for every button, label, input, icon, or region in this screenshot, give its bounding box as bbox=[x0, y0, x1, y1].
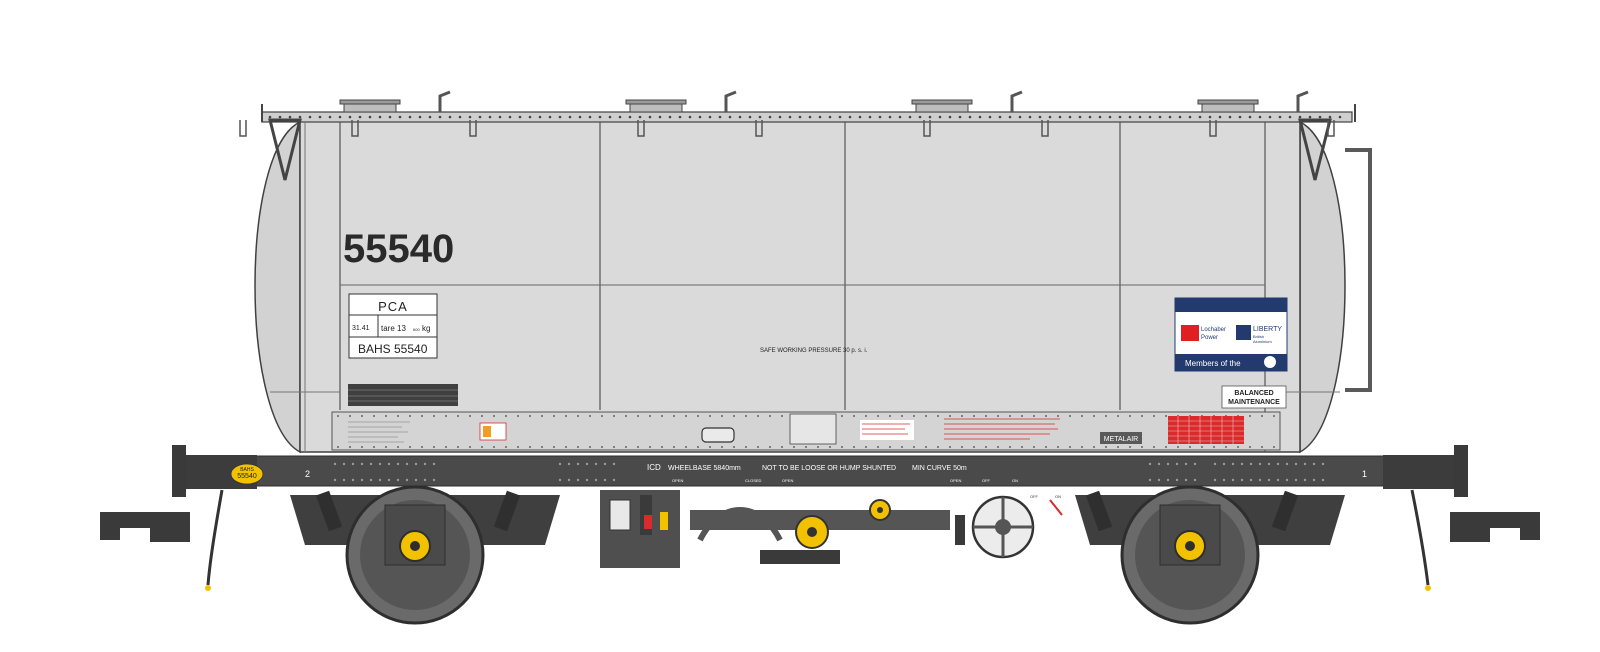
company-name-line2: Power bbox=[1201, 335, 1218, 341]
min-curve-label: MIN CURVE 50m bbox=[912, 465, 967, 472]
inspection-plate bbox=[701, 427, 735, 443]
brand-name: LIBERTY bbox=[1253, 326, 1282, 333]
hatch-2 bbox=[625, 90, 763, 137]
lower-band-notices: METALAIR bbox=[348, 413, 1244, 445]
tank-right-end bbox=[1299, 120, 1346, 454]
valve-open-2: OPEN bbox=[782, 478, 793, 483]
end-brackets bbox=[261, 104, 1372, 392]
data-panel: PCA 31.41 tare 13 600 kg BAHS 55540 bbox=[348, 293, 438, 359]
end-number-right: 1 bbox=[1362, 469, 1367, 479]
valve-on-2: ON bbox=[1055, 494, 1061, 499]
balanced-line1: BALANCED bbox=[1234, 390, 1273, 397]
owner-number: BAHS 55540 bbox=[358, 342, 428, 356]
tare-unit: kg bbox=[422, 324, 430, 333]
valve-closed: CLOSED bbox=[745, 478, 762, 483]
wheelbase-label: WHEELBASE 5840mm bbox=[668, 465, 741, 472]
hump-warning-label: NOT TO BE LOOSE OR HUMP SHUNTED bbox=[762, 465, 896, 472]
hatch-1 bbox=[339, 90, 477, 137]
left-wheelset bbox=[290, 485, 560, 625]
tops-code: PCA bbox=[378, 299, 408, 314]
brand-sub1: British bbox=[1253, 334, 1264, 339]
warning-notice-1 bbox=[860, 420, 914, 440]
icd-label: ICD bbox=[647, 463, 661, 472]
underframe: BAHS 55540 2 1 ICD WHEELBASE 5840mm NOT … bbox=[100, 445, 1540, 591]
valve-open-1: OPEN bbox=[672, 478, 683, 483]
lochaber-logo-mark bbox=[1181, 325, 1199, 341]
right-wheelset bbox=[1075, 485, 1345, 625]
liberty-logo-mark bbox=[1236, 325, 1251, 340]
wagon-number: 55540 bbox=[343, 227, 454, 271]
valve-open-3: OPEN bbox=[950, 478, 961, 483]
end-number-left: 2 bbox=[305, 469, 310, 479]
metalair-plate bbox=[1100, 432, 1142, 444]
right-headstock bbox=[1383, 455, 1455, 489]
metalair-label: METALAIR bbox=[1104, 436, 1139, 443]
safe-pressure-label: SAFE WORKING PRESSURE 30 p. s. i. bbox=[760, 348, 868, 354]
solebar bbox=[254, 455, 1386, 487]
tare-weight: tare 13 bbox=[381, 324, 406, 333]
test-record-table bbox=[348, 384, 458, 406]
gross-weight: 31.41 bbox=[352, 325, 370, 332]
members-label: Members of the bbox=[1185, 359, 1241, 368]
tank-barrel bbox=[299, 119, 1301, 453]
buffer-badge-bottom: 55540 bbox=[237, 473, 257, 480]
buffer-badge bbox=[230, 463, 264, 485]
brand-sub2: Aluminium bbox=[1253, 339, 1272, 344]
buffer-badge-top: BAHS bbox=[240, 467, 254, 473]
company-name-line1: Lochaber bbox=[1201, 327, 1226, 333]
valve-off-2: OFF bbox=[1030, 494, 1039, 499]
tank-body bbox=[254, 111, 1353, 454]
balanced-line2: MAINTENANCE bbox=[1228, 399, 1280, 406]
tank-left-end bbox=[254, 120, 301, 454]
association-logo-icon bbox=[1264, 356, 1276, 368]
red-warning-grid bbox=[1168, 416, 1244, 444]
hatch-4 bbox=[1197, 90, 1335, 137]
valve-on-1: ON bbox=[1012, 478, 1018, 483]
balanced-maintenance-plate: BALANCED MAINTENANCE bbox=[1221, 385, 1287, 409]
loading-hatches bbox=[239, 90, 1335, 137]
discharge-equipment bbox=[600, 490, 1063, 568]
hatch-3 bbox=[911, 90, 1049, 137]
owner-logo: Lochaber Power LIBERTY British Aluminium… bbox=[1174, 297, 1288, 372]
tare-small: 600 bbox=[413, 327, 420, 332]
tank-top-rail bbox=[261, 111, 1353, 123]
valve-off-1: OFF bbox=[982, 478, 991, 483]
tank-data-plate bbox=[789, 413, 837, 445]
